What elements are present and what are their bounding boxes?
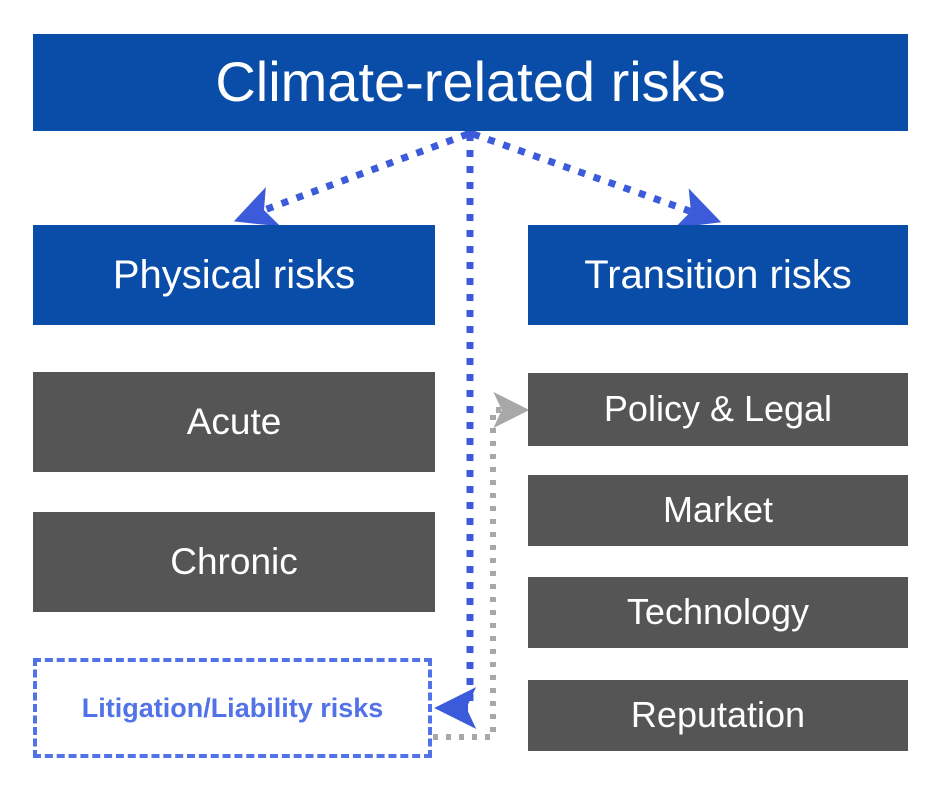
node-policy-and-legal[interactable]: Policy & Legal xyxy=(528,373,908,446)
node-acute-label: Acute xyxy=(186,401,282,443)
node-reputation[interactable]: Reputation xyxy=(528,680,908,751)
connector-root-to-litigation xyxy=(434,134,477,729)
node-litigation-liability-risks[interactable]: Litigation/Liability risks xyxy=(33,658,432,758)
node-physical-label: Physical risks xyxy=(112,252,356,297)
node-market-label: Market xyxy=(662,489,774,531)
node-market[interactable]: Market xyxy=(528,475,908,546)
connector-root-to-transition xyxy=(471,130,722,228)
node-reputation-label: Reputation xyxy=(630,694,806,736)
connector-root-to-physical xyxy=(233,130,470,227)
node-chronic-label: Chronic xyxy=(170,541,298,583)
connector-litigation-to-policy xyxy=(433,392,530,740)
node-transition-risks[interactable]: Transition risks xyxy=(528,225,908,325)
node-technology[interactable]: Technology xyxy=(528,577,908,648)
node-physical-risks[interactable]: Physical risks xyxy=(33,225,435,325)
node-litigation-label: Litigation/Liability risks xyxy=(81,692,384,723)
node-chronic[interactable]: Chronic xyxy=(33,512,435,612)
node-policy-label: Policy & Legal xyxy=(603,388,833,430)
node-root-label: Climate-related risks xyxy=(215,50,726,114)
node-acute[interactable]: Acute xyxy=(33,372,435,472)
node-technology-label: Technology xyxy=(626,591,810,633)
node-transition-label: Transition risks xyxy=(584,252,852,297)
node-climate-related-risks[interactable]: Climate-related risks xyxy=(33,34,908,131)
